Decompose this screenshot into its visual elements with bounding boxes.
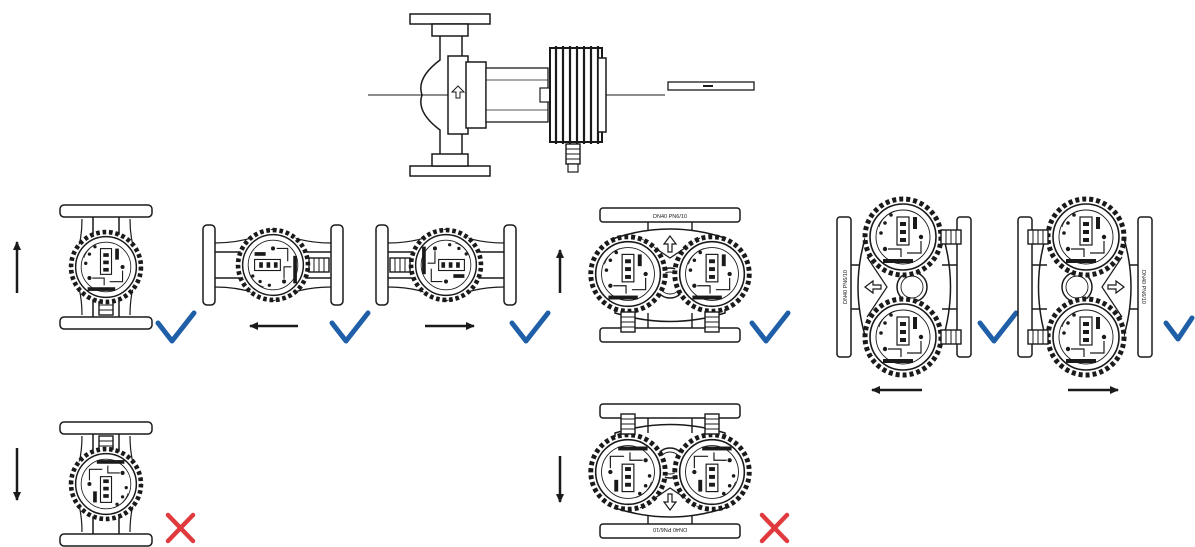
single-vertical-up-installation [13,204,197,344]
twin-vertical-up-installation: DN40 PN6/10 [556,207,791,344]
cross-icon [759,512,790,544]
flange-label: DN40 PN6/10 [843,270,849,304]
pump-side-elevation [368,13,755,177]
flow-direction-icon [864,279,882,295]
checkmark-icon [509,310,551,344]
single-horizontal-left-installation [202,224,371,344]
flow-direction-icon [662,235,678,253]
flange-label: DN40 PN6/10 [653,214,687,220]
flange-label: DN40 PN6/10 [653,526,687,532]
checkmark-icon [749,310,791,344]
flow-direction-icon [662,493,678,511]
checkmark-icon [329,310,371,344]
cross-icon [165,512,196,544]
twin-horizontal-right-installation: DN40 PN6/10 [1017,199,1195,394]
twin-horizontal-left-installation: DN40 PN6/10 [836,199,1019,394]
twin-vertical-down-installation: DN40 PN6/10 [556,403,790,544]
single-horizontal-right-installation [375,224,551,344]
single-vertical-down-installation [13,421,196,547]
flow-direction-icon [1107,279,1125,295]
flange-label: DN40 PN6/10 [1140,270,1146,304]
checkmark-icon [977,310,1019,344]
checkmark-icon [155,310,197,344]
checkmark-icon [1163,315,1195,342]
